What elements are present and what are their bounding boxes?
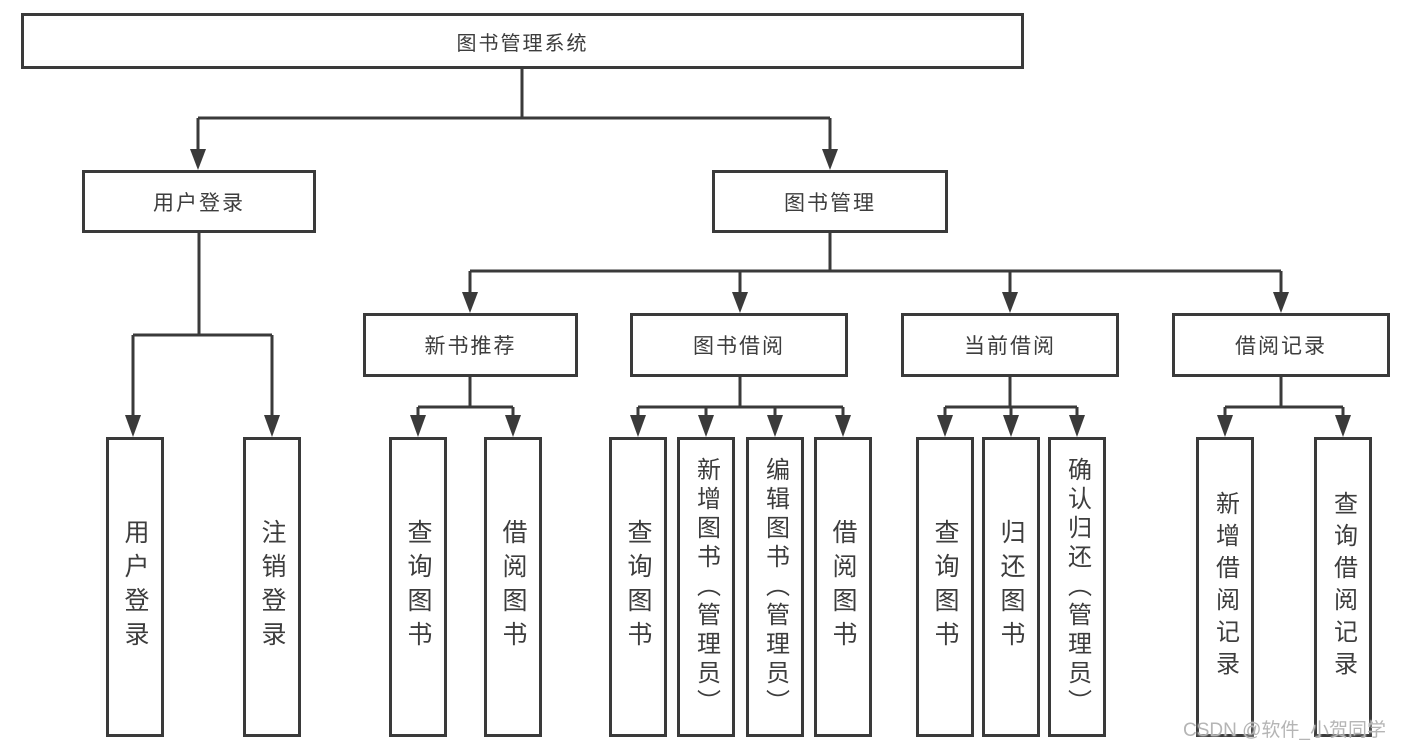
node-book-management: 图书管理 — [712, 170, 948, 233]
node-label: 当前借阅 — [964, 335, 1056, 358]
node-label: 图书管理系统 — [456, 32, 589, 55]
leaf-label: 借阅图书 — [829, 519, 857, 655]
node-label: 图书借阅 — [693, 335, 785, 358]
node-library-management-system: 图书管理系统 — [21, 13, 1024, 69]
leaf-label: 查询图书 — [931, 519, 959, 655]
leaf-return-books: 归还图书 — [982, 437, 1040, 737]
node-borrowing-records: 借阅记录 — [1172, 313, 1390, 377]
leaf-label: 编辑图书（管理员） — [761, 456, 789, 718]
leaf-add-borrow-record: 新增借阅记录 — [1196, 437, 1254, 737]
node-book-borrowing: 图书借阅 — [630, 313, 848, 377]
leaf-query-books: 查询图书 — [916, 437, 974, 737]
leaf-user-login: 用户登录 — [106, 437, 164, 737]
node-current-borrowing: 当前借阅 — [901, 313, 1119, 377]
leaf-label: 用户登录 — [121, 519, 149, 655]
leaf-label: 确认归还（管理员） — [1063, 456, 1091, 718]
node-label: 图书管理 — [784, 191, 876, 215]
leaf-add-books-admin: 新增图书（管理员） — [677, 437, 735, 737]
leaf-borrow-books: 借阅图书 — [484, 437, 542, 737]
leaf-label: 归还图书 — [997, 519, 1025, 655]
node-label: 用户登录 — [153, 191, 245, 215]
leaf-query-borrow-record: 查询借阅记录 — [1314, 437, 1372, 737]
leaf-confirm-return-admin: 确认归还（管理员） — [1048, 437, 1106, 737]
leaf-label: 新增图书（管理员） — [692, 456, 720, 718]
node-user-login: 用户登录 — [82, 170, 316, 233]
leaf-label: 查询借阅记录 — [1329, 491, 1357, 683]
csdn-watermark: CSDN @软件_小贺同学 — [1183, 720, 1386, 741]
leaf-label: 查询图书 — [404, 519, 432, 655]
node-label: 新书推荐 — [424, 335, 517, 358]
node-label: 借阅记录 — [1235, 335, 1327, 358]
leaf-label: 注销登录 — [258, 519, 286, 655]
leaf-label: 借阅图书 — [499, 519, 527, 655]
leaf-query-books: 查询图书 — [609, 437, 667, 737]
leaf-query-books: 查询图书 — [389, 437, 447, 737]
leaf-edit-books-admin: 编辑图书（管理员） — [746, 437, 804, 737]
leaf-logout: 注销登录 — [243, 437, 301, 737]
leaf-borrow-books: 借阅图书 — [814, 437, 872, 737]
leaf-label: 新增借阅记录 — [1211, 491, 1239, 683]
node-new-book-recommendation: 新书推荐 — [363, 313, 578, 377]
leaf-label: 查询图书 — [624, 519, 652, 655]
